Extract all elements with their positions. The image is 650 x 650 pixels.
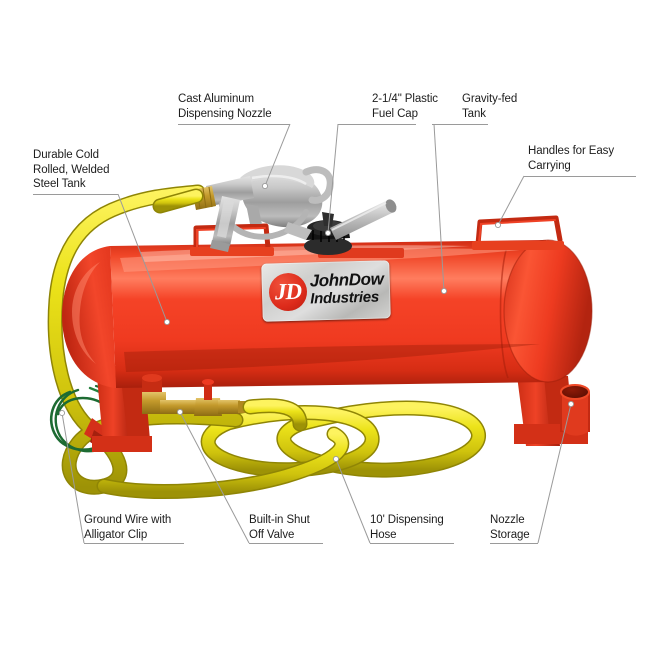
callout-line: Tank — [462, 107, 486, 120]
callout-line: Cast Aluminum — [178, 93, 255, 105]
callout-underline-gravity-fed-tank — [432, 124, 488, 125]
dispensing-nozzle — [152, 165, 397, 252]
leader-line-dispensing-nozzle — [264, 123, 291, 187]
leader-dot-shut-off-valve — [176, 408, 184, 416]
callout-line: Hose — [370, 528, 397, 541]
callout-leader-dots — [58, 182, 575, 463]
callout-underline-fuel-cap — [338, 124, 416, 125]
leader-dot-steel-tank — [163, 318, 171, 326]
leader-dot-fuel-cap — [324, 229, 332, 237]
brand-name: JohnDow — [309, 269, 384, 291]
callout-line: Alligator Clip — [84, 528, 148, 541]
callout-line: Handles for Easy — [528, 145, 614, 157]
leader-line-steel-tank — [117, 193, 168, 323]
brand-wordmark: JohnDow Industries — [309, 269, 384, 308]
callout-leader-lines — [61, 123, 572, 544]
jd-monogram-icon: JD — [268, 272, 308, 312]
leader-line-gravity-fed-tank — [433, 123, 445, 292]
callout-underline-dispensing-nozzle — [178, 124, 290, 125]
leader-dot-carry-handles — [494, 221, 502, 229]
leader-dot-ground-wire — [58, 409, 66, 417]
dispensing-hose-front-loop — [96, 426, 350, 499]
callout-line: Nozzle — [490, 514, 525, 526]
brand-badge: JD JohnDow Industries — [261, 260, 391, 322]
callout-line: Fuel Cap — [372, 107, 418, 120]
callout-line: Ground Wire with — [84, 514, 172, 526]
callout-line: Rolled, Welded — [33, 163, 110, 176]
nozzle-storage-tube — [560, 384, 590, 436]
callout-underline-ground-wire — [84, 543, 184, 544]
leader-line-shut-off-valve — [179, 411, 250, 544]
leader-dot-dispensing-nozzle — [261, 182, 269, 190]
callout-line: Gravity-fed — [462, 93, 518, 105]
leader-line-ground-wire — [61, 412, 85, 544]
leader-line-carry-handles — [497, 175, 525, 226]
callout-line: 10' Dispensing — [370, 514, 444, 526]
callout-underline-carry-handles — [524, 176, 636, 177]
leader-dot-gravity-fed-tank — [440, 287, 448, 295]
callout-line: Carrying — [528, 159, 571, 172]
callout-underline-shut-off-valve — [249, 543, 323, 544]
leader-line-nozzle-storage — [537, 403, 572, 544]
callout-line: Steel Tank — [33, 178, 86, 190]
callout-underline-steel-tank — [33, 194, 118, 195]
leader-dot-dispensing-hose — [332, 455, 340, 463]
callout-line: Dispensing Nozzle — [178, 107, 272, 120]
callout-line: Durable Cold — [33, 149, 99, 161]
shut-off-valve-assembly — [142, 374, 308, 432]
leader-dot-nozzle-storage — [567, 400, 575, 408]
callout-line: Built-in Shut — [249, 514, 310, 526]
callout-underline-dispensing-hose — [370, 543, 454, 544]
brand-subtitle: Industries — [309, 288, 380, 308]
callout-line: Off Valve — [249, 528, 295, 541]
leader-line-fuel-cap — [327, 123, 339, 234]
callout-line: Storage — [490, 528, 530, 541]
jd-monogram-text: JD — [274, 278, 302, 305]
leader-line-dispensing-hose — [335, 458, 371, 544]
callout-underline-nozzle-storage — [490, 543, 538, 544]
callout-line: 2-1/4" Plastic — [372, 93, 438, 105]
